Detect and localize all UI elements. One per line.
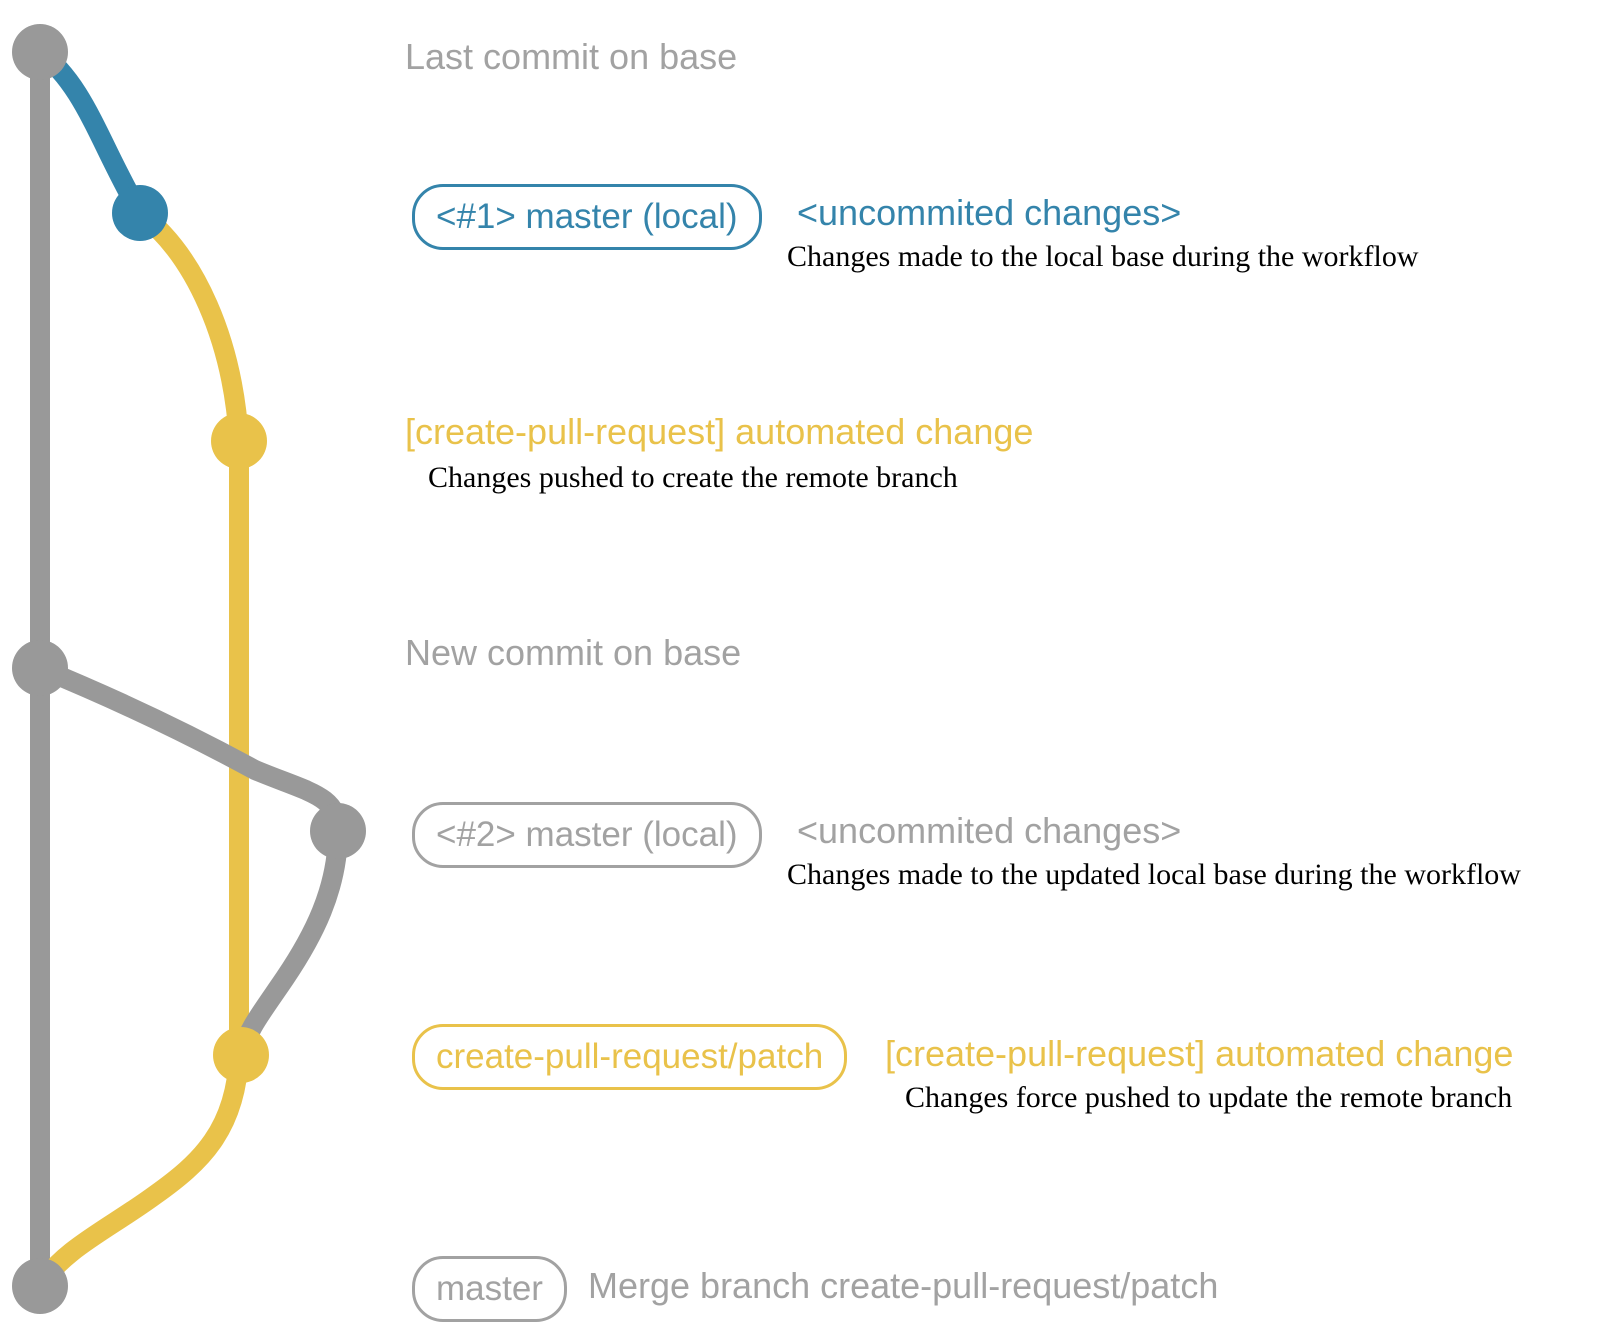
commit-dot-last-base xyxy=(12,24,68,80)
commit-dot-uncommited-2 xyxy=(310,803,366,859)
commit-dot-automated-2 xyxy=(213,1027,269,1083)
badge-create-pull-request-patch: create-pull-request/patch xyxy=(412,1024,848,1090)
commit-dot-automated-1 xyxy=(211,413,267,469)
local-master-2-branch-line xyxy=(30,658,349,1065)
commit-dot-new-base xyxy=(12,640,68,696)
label-uncommited-changes-1: <uncommited changes> xyxy=(797,192,1182,233)
label-last-commit-on-base: Last commit on base xyxy=(405,36,738,77)
caption-pushed-create-remote: Changes pushed to create the remote bran… xyxy=(428,461,958,494)
caption-updated-local-base-changes: Changes made to the updated local base d… xyxy=(787,858,1521,891)
label-automated-change-2: [create-pull-request] automated change xyxy=(885,1033,1514,1074)
caption-local-base-changes: Changes made to the local base during th… xyxy=(787,240,1419,273)
label-uncommited-changes-2: <uncommited changes> xyxy=(797,810,1182,851)
label-automated-change-1: [create-pull-request] automated change xyxy=(405,411,1034,452)
badge-master-local-2: <#2> master (local) xyxy=(412,802,762,868)
caption-force-pushed-update-remote: Changes force pushed to update the remot… xyxy=(905,1081,1513,1114)
patch-branch-line xyxy=(32,203,249,1294)
commit-dot-merge xyxy=(12,1258,68,1314)
badge-master: master xyxy=(412,1256,567,1322)
git-graph xyxy=(12,24,366,1314)
commit-dot-uncommited-1 xyxy=(112,185,168,241)
label-new-commit-on-base: New commit on base xyxy=(405,632,742,673)
label-merge-branch: Merge branch create-pull-request/patch xyxy=(588,1265,1219,1306)
badge-master-local-1: <#1> master (local) xyxy=(412,184,762,250)
local-master-1-branch-line xyxy=(30,42,150,223)
